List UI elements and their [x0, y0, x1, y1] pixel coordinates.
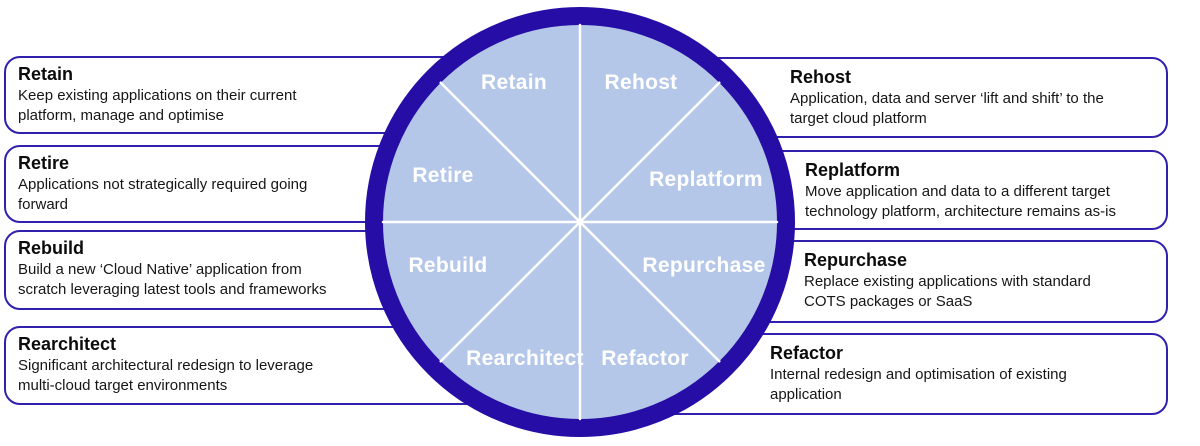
info-box-refactor-body: Internal redesign and optimisation of ex…	[770, 366, 1067, 403]
wheel-segment-replatform: Replatform	[649, 168, 763, 191]
info-box-retain-body: Keep existing applications on their curr…	[18, 87, 297, 124]
wheel-segment-refactor: Refactor	[601, 347, 689, 370]
info-box-repurchase-body: Replace existing applications with stand…	[804, 273, 1091, 310]
info-box-rebuild-title: Rebuild	[18, 238, 84, 258]
wheel-segment-rebuild: Rebuild	[408, 254, 487, 277]
wheel-segment-retain: Retain	[481, 71, 547, 94]
wheel-segment-retire: Retire	[412, 164, 473, 187]
wheel-segment-repurchase: Repurchase	[642, 254, 765, 277]
info-box-rebuild-body: Build a new ‘Cloud Native’ application f…	[18, 261, 327, 298]
info-box-replatform-body: Move application and data to a different…	[805, 183, 1116, 220]
info-box-rearchitect-title: Rearchitect	[18, 334, 117, 354]
wheel-divider-line	[578, 220, 721, 363]
info-box-rehost-title: Rehost	[790, 67, 852, 87]
info-box-rehost-body: Application, data and server ‘lift and s…	[790, 90, 1104, 127]
wheel-labels: Retain Rehost Retire Replatform Rebuild …	[408, 71, 765, 370]
wheel-dividers	[381, 23, 779, 421]
info-box-rearchitect-body: Significant architectural redesign to le…	[18, 357, 314, 394]
wheel-divider-line	[439, 81, 582, 224]
wheel-divider-line	[439, 220, 582, 363]
info-box-refactor-title: Refactor	[770, 343, 844, 363]
info-box-repurchase-title: Repurchase	[804, 250, 908, 270]
info-box-rearchitect: Rearchitect Significant architectural re…	[4, 326, 580, 405]
info-box-retire-body: Applications not strategically required …	[18, 176, 308, 213]
info-box-retain-title: Retain	[18, 64, 74, 84]
wheel-divider-line	[578, 81, 721, 224]
wheel-segment-rehost: Rehost	[605, 71, 678, 94]
info-box-replatform-title: Replatform	[805, 160, 901, 180]
wheel-segment-rearchitect: Rearchitect	[466, 347, 584, 370]
info-box-retire-title: Retire	[18, 153, 70, 173]
